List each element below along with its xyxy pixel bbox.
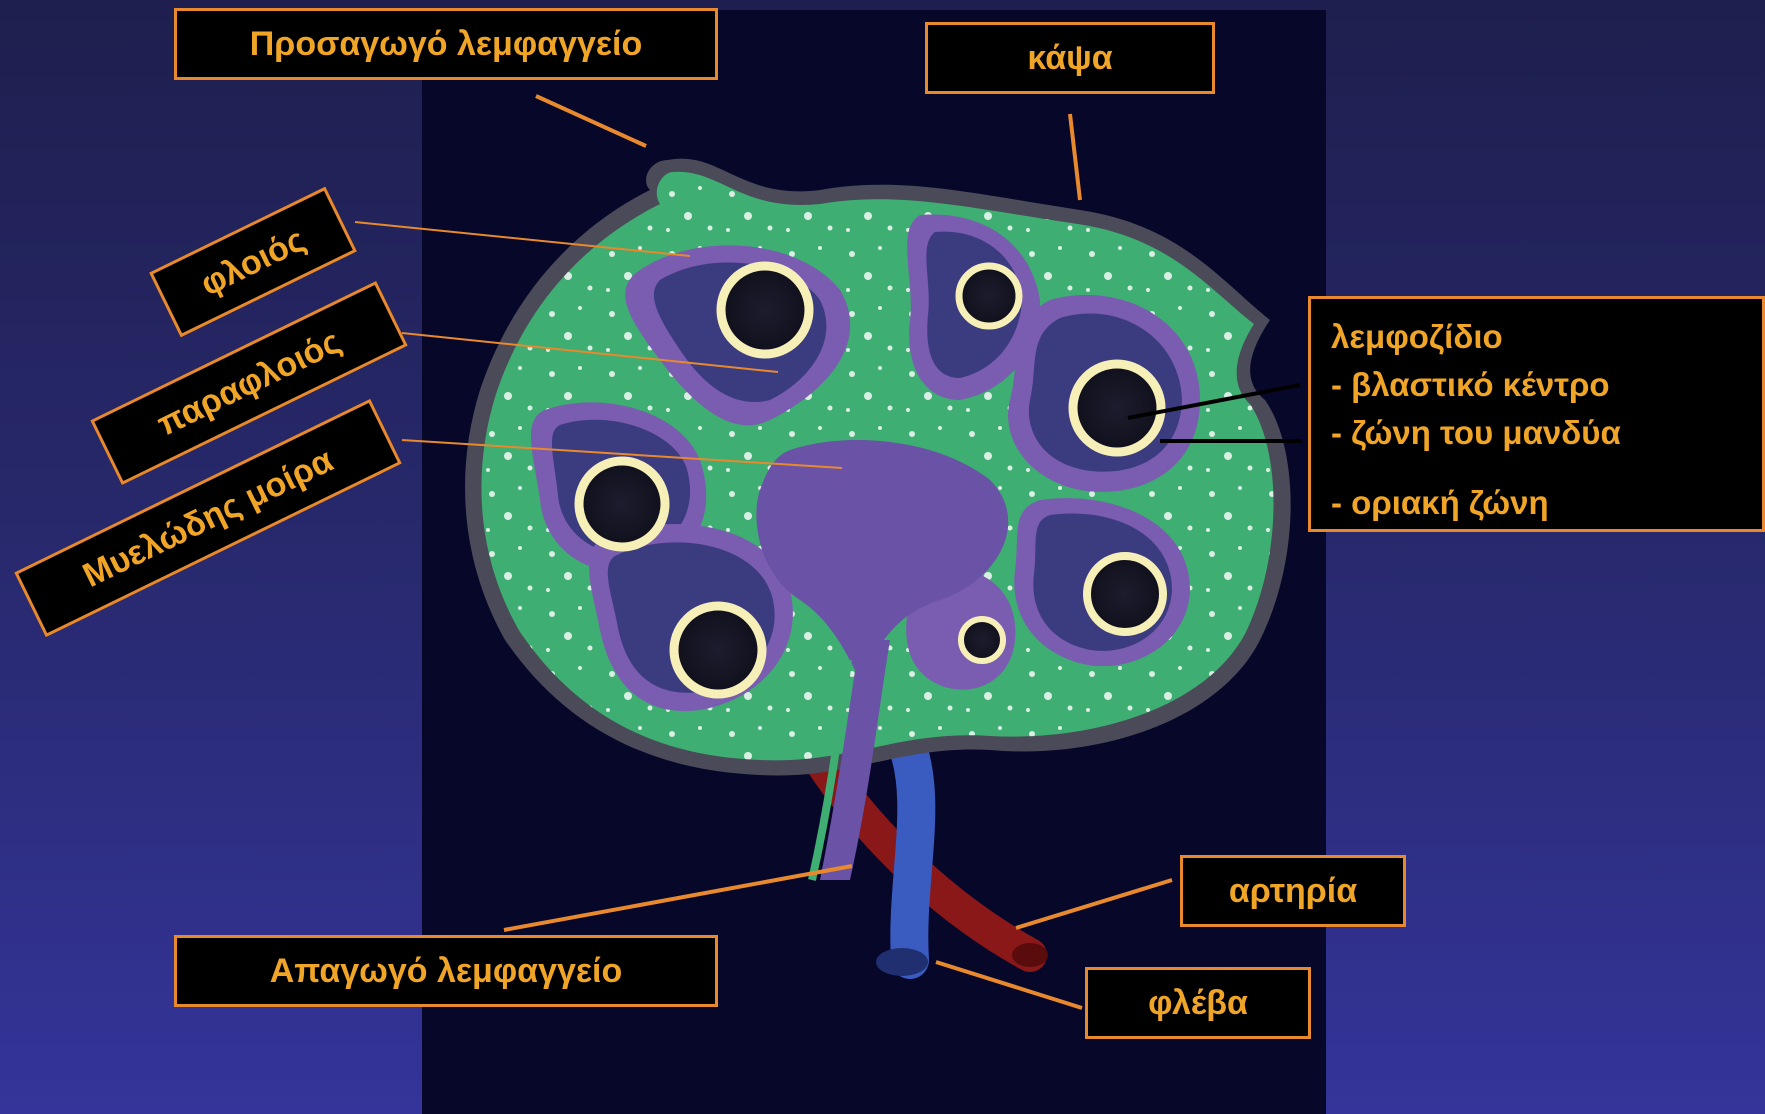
marginal-zone-text: - οριακή ζώνη: [1331, 479, 1762, 527]
follicle-6: [1087, 556, 1163, 632]
follicle-7: [961, 619, 1003, 661]
follicle-2: [959, 266, 1019, 326]
follicle-1: [721, 266, 809, 354]
vein-text: φλέβα: [1148, 984, 1248, 1023]
capsule-text: κάψα: [1027, 39, 1112, 78]
afferent-vessel-text: Προσαγωγό λεμφαγγείο: [250, 25, 643, 64]
mantle-zone-text: - ζώνη του μανδύα: [1331, 409, 1762, 457]
efferent-vessel-text: Απαγωγό λεμφαγγείο: [270, 952, 623, 991]
follicle-4: [579, 461, 665, 547]
artery-label: αρτηρία: [1180, 855, 1406, 927]
follicle-title: λεμφοζίδιο: [1331, 313, 1762, 361]
efferent-vessel-label: Απαγωγό λεμφαγγείο: [174, 935, 718, 1007]
artery-text: αρτηρία: [1229, 872, 1357, 911]
capsule-label: κάψα: [925, 22, 1215, 94]
follicle-legend-box: λεμφοζίδιο - βλαστικό κέντρο - ζώνη του …: [1308, 296, 1765, 532]
vein-opening: [876, 948, 928, 976]
vein-vessel: [905, 740, 916, 960]
germinal-center-text: - βλαστικό κέντρο: [1331, 361, 1762, 409]
follicle-3: [1073, 364, 1161, 452]
vein-label: φλέβα: [1085, 967, 1311, 1039]
artery-opening: [1012, 943, 1048, 967]
afferent-vessel-label: Προσαγωγό λεμφαγγείο: [174, 8, 718, 80]
follicle-5: [674, 606, 762, 694]
